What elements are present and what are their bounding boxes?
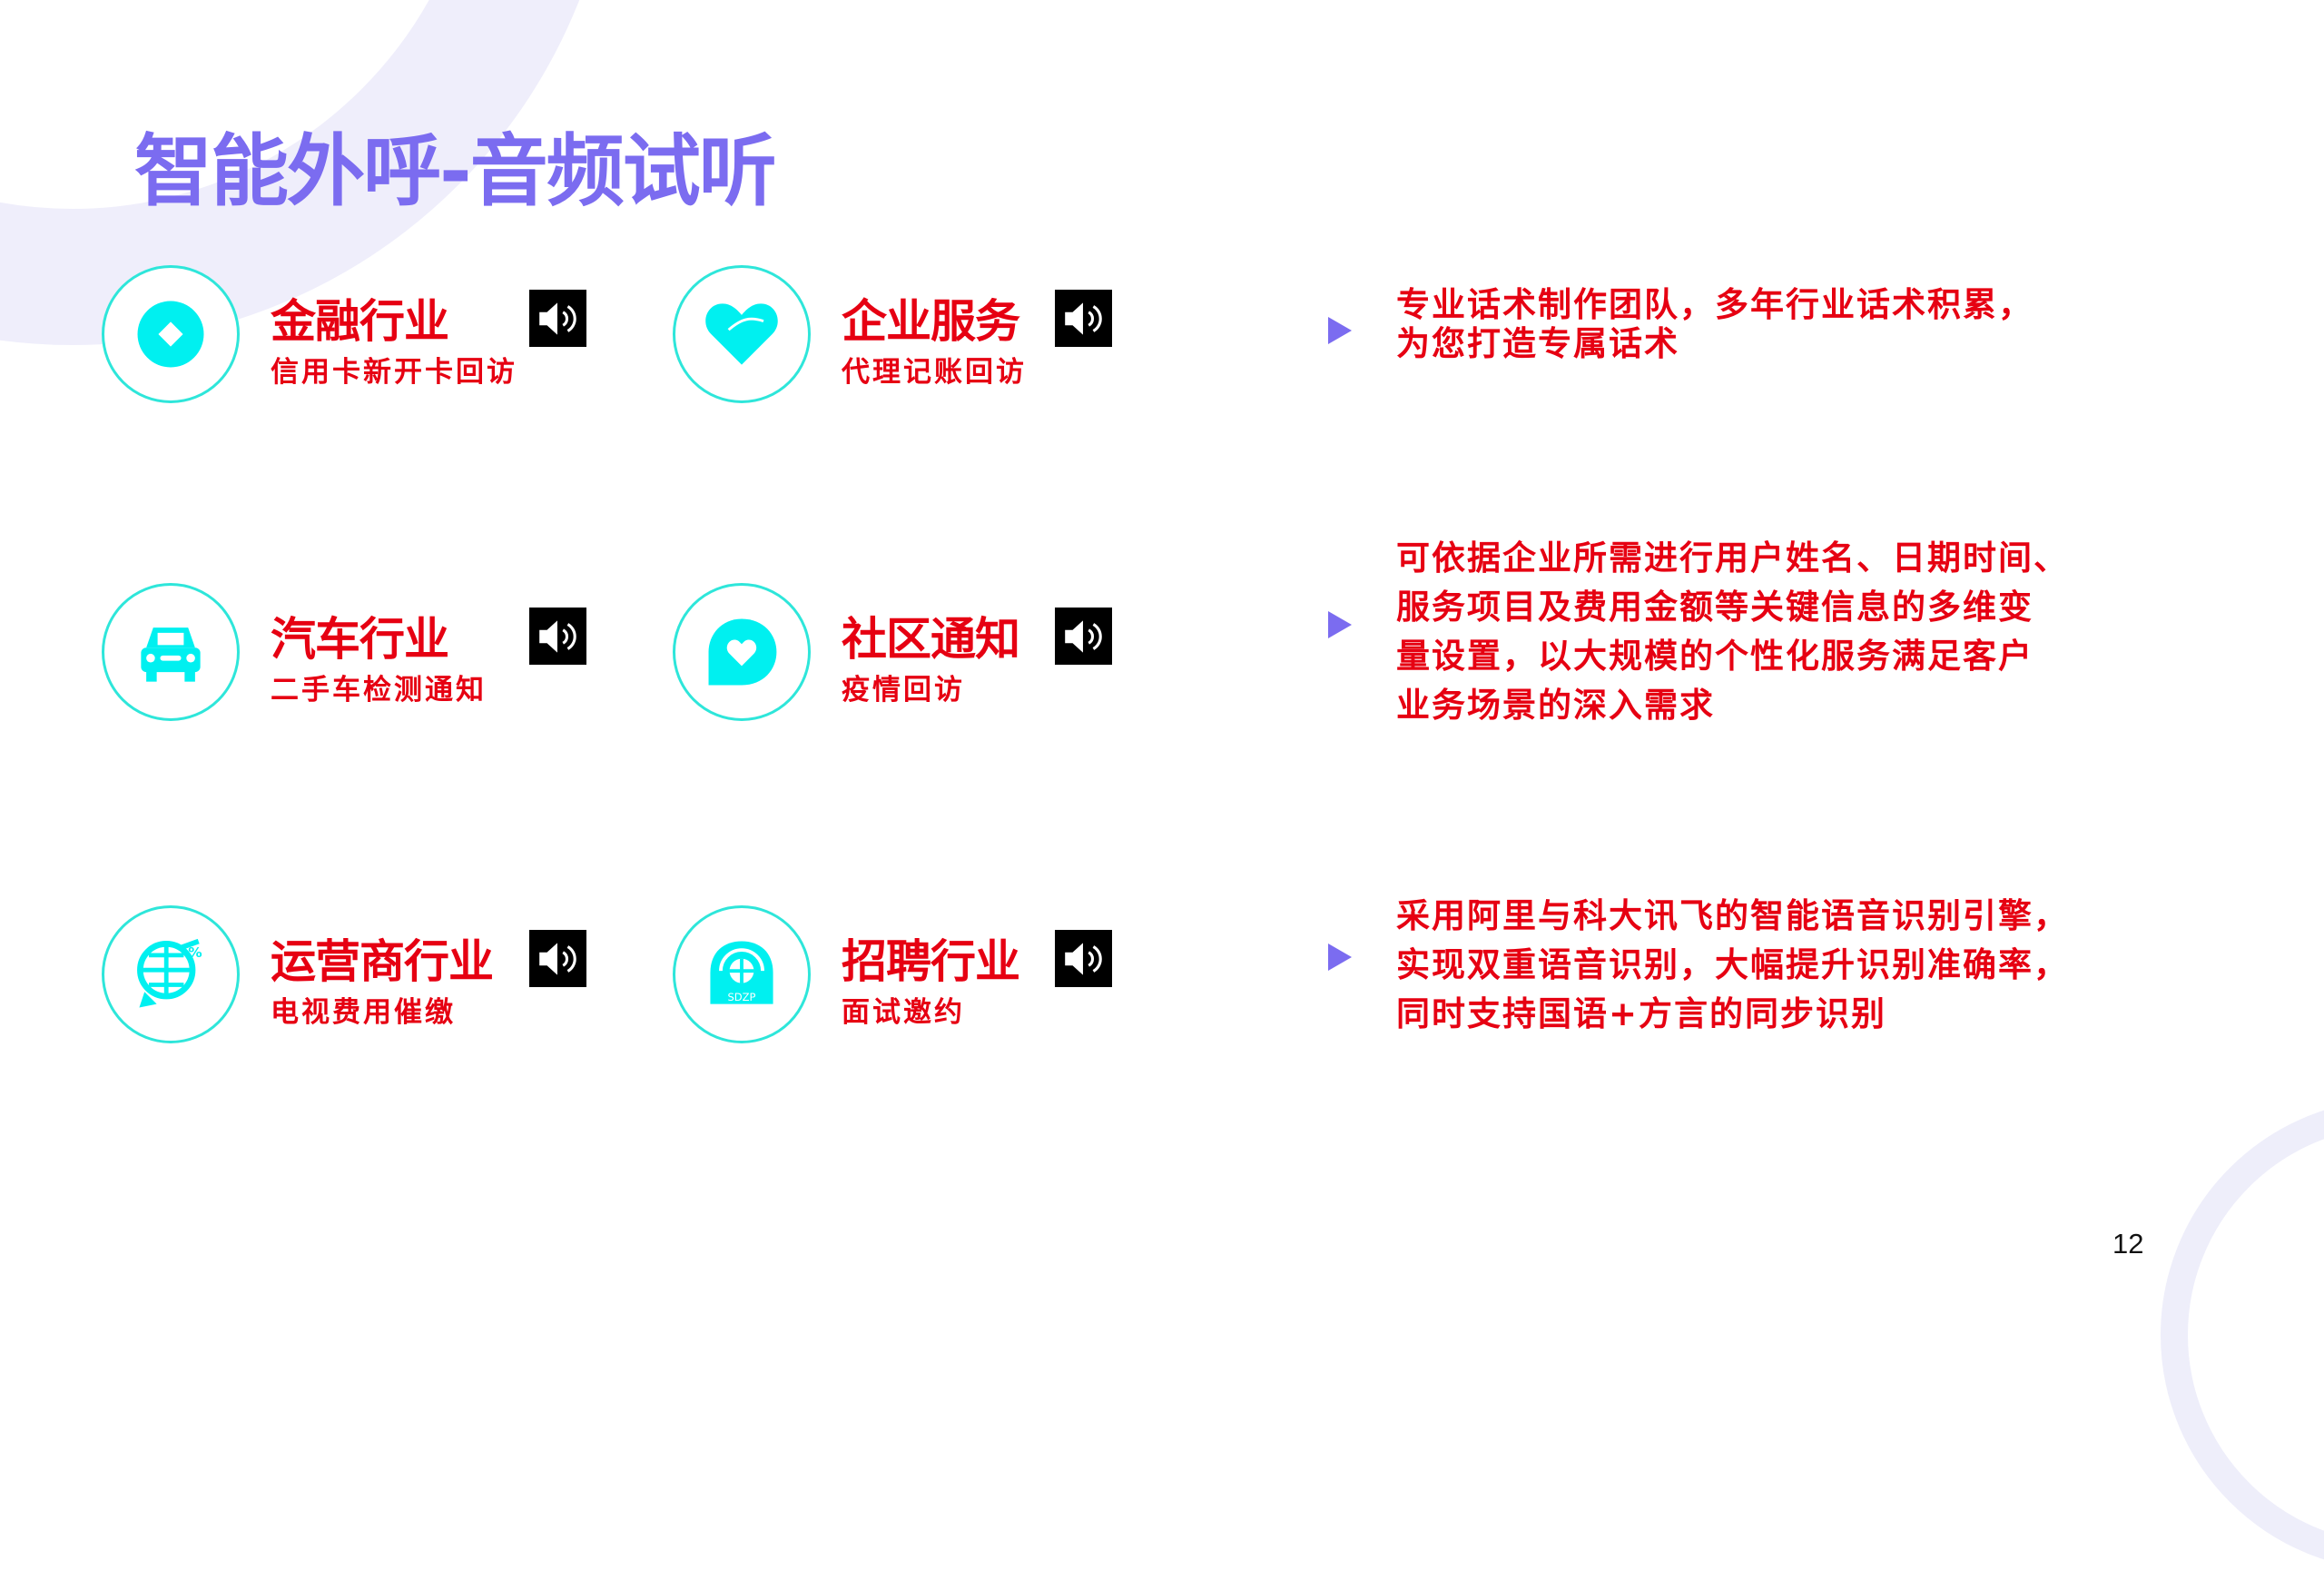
industry-subtitle: 二手车检测通知 xyxy=(271,674,487,706)
industry-title: 运营商行业 xyxy=(271,935,494,988)
speaker-icon xyxy=(1064,301,1102,335)
bullet-text: 专业话术制作团队，多年行业话术积累， 为您打造专属话术 xyxy=(1396,285,2034,363)
play-audio-button[interactable] xyxy=(1055,608,1112,665)
page-title: 智能外呼-音频试听 xyxy=(134,126,777,217)
industry-title: 社区通知 xyxy=(842,613,1020,666)
industry-title: 招聘行业 xyxy=(842,935,1020,988)
coin-icon xyxy=(102,265,240,403)
svg-text:SDZP: SDZP xyxy=(727,991,755,1003)
triangle-bullet-icon xyxy=(1328,317,1352,344)
industry-item-enterprise: 企业服务 代理记账回访 xyxy=(673,265,1254,420)
industry-item-community: 社区通知 疫情回访 xyxy=(673,583,1254,737)
svg-text:%: % xyxy=(188,944,202,961)
bullet-text: 可依据企业所需进行用户姓名、日期时间、 服务项目及费用金额等关键信息的多维变 量… xyxy=(1396,538,2069,725)
industry-subtitle: 电视费用催缴 xyxy=(271,996,456,1029)
industry-subtitle: 信用卡新开卡回访 xyxy=(271,356,517,389)
industry-title: 汽车行业 xyxy=(271,613,449,666)
industry-item-telecom: % 运营商行业 电视费用催缴 xyxy=(102,905,683,1060)
industry-title: 企业服务 xyxy=(842,295,1020,348)
speaker-icon xyxy=(538,301,576,335)
play-audio-button[interactable] xyxy=(529,930,586,987)
industry-title: 金融行业 xyxy=(271,295,449,348)
play-audio-button[interactable] xyxy=(1055,930,1112,987)
decorative-arc-bottom-right xyxy=(2161,1099,2324,1571)
industry-item-recruitment: SDZP 招聘行业 面试邀约 xyxy=(673,905,1254,1060)
industry-subtitle: 面试邀约 xyxy=(842,996,965,1029)
play-audio-button[interactable] xyxy=(529,290,586,347)
triangle-bullet-icon xyxy=(1328,944,1352,971)
handshake-heart-icon xyxy=(673,265,811,403)
recruit-badge-icon: SDZP xyxy=(673,905,811,1043)
industry-subtitle: 代理记账回访 xyxy=(842,356,1027,389)
play-audio-button[interactable] xyxy=(1055,290,1112,347)
chat-heart-icon xyxy=(673,583,811,721)
industry-item-finance: 金融行业 信用卡新开卡回访 xyxy=(102,265,683,420)
page-number: 12 xyxy=(2112,1228,2144,1260)
bullet-text: 采用阿里与科大讯飞的智能语音识别引擎， 实现双重语音识别，大幅提升识别准确率， … xyxy=(1396,896,2069,1033)
industry-item-auto: 汽车行业 二手车检测通知 xyxy=(102,583,683,737)
speaker-icon xyxy=(538,942,576,975)
industry-subtitle: 疫情回访 xyxy=(842,674,965,706)
triangle-bullet-icon xyxy=(1328,611,1352,638)
speaker-icon xyxy=(1064,619,1102,653)
car-icon xyxy=(102,583,240,721)
globe-percent-icon: % xyxy=(102,905,240,1043)
speaker-icon xyxy=(538,619,576,653)
play-audio-button[interactable] xyxy=(529,608,586,665)
speaker-icon xyxy=(1064,942,1102,975)
